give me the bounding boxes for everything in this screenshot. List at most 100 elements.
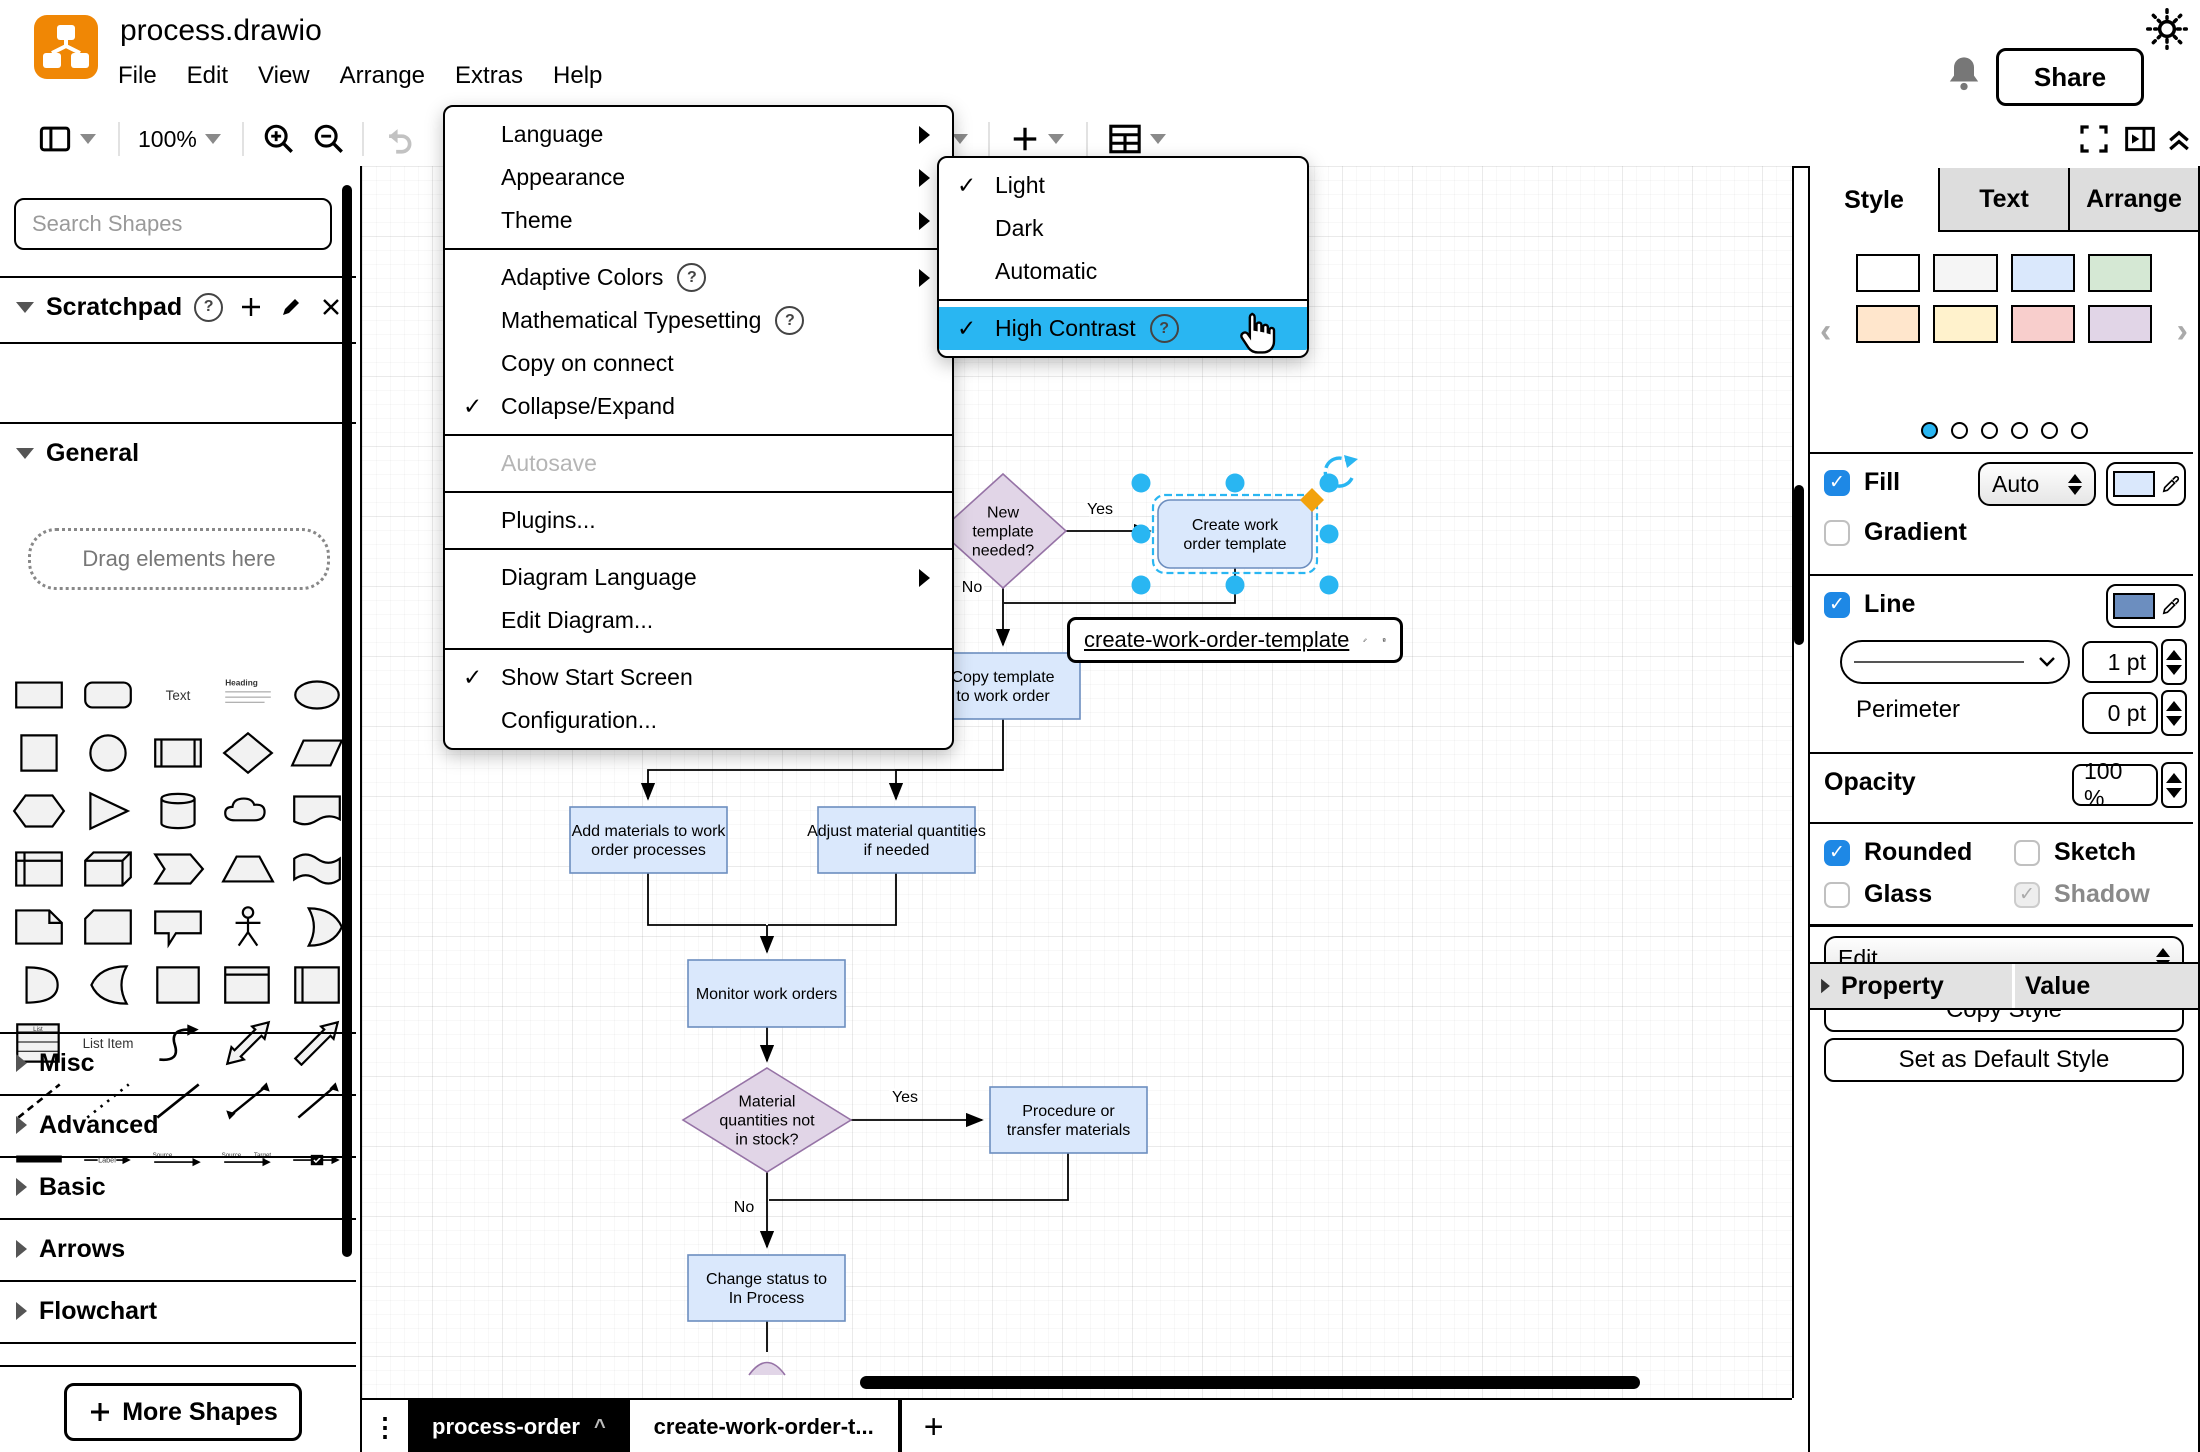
menu-item-adaptive-colors[interactable]: Adaptive Colors? bbox=[445, 256, 952, 299]
theme-toggle-sun-icon[interactable] bbox=[2146, 8, 2188, 55]
presets-page-dots[interactable] bbox=[1810, 422, 2198, 439]
page-tab-create-work-order-t-[interactable]: create-work-order-t... bbox=[630, 1400, 900, 1452]
perimeter-stepper[interactable]: 0 pt bbox=[2082, 690, 2187, 736]
selection-handle[interactable] bbox=[1319, 575, 1339, 595]
presets-dot-0[interactable] bbox=[1920, 422, 1938, 439]
shape-line[interactable] bbox=[148, 1077, 208, 1125]
opacity-stepper[interactable]: 100 % bbox=[2072, 758, 2187, 811]
flow-edge[interactable] bbox=[640, 719, 1004, 801]
shape-text[interactable]: Text bbox=[148, 671, 208, 719]
shape-triangle[interactable] bbox=[78, 787, 138, 835]
menu-extras[interactable]: Extras bbox=[455, 62, 524, 89]
presets-prev-icon[interactable]: ‹ bbox=[1820, 312, 1832, 350]
sidebar-section-misc[interactable]: Misc bbox=[0, 1034, 356, 1092]
shape-tape[interactable] bbox=[287, 845, 347, 893]
format-tab-text[interactable]: Text bbox=[1938, 168, 2068, 232]
shape-list-item[interactable]: List Item bbox=[78, 1019, 138, 1067]
fill-mode-dropdown[interactable]: Auto bbox=[1978, 462, 2096, 506]
shape-rectangle[interactable] bbox=[9, 671, 69, 719]
fullscreen-button[interactable] bbox=[2078, 112, 2110, 166]
shape-ellipse[interactable] bbox=[287, 671, 347, 719]
shape-vertical-container[interactable] bbox=[287, 961, 347, 1009]
help-icon[interactable]: ? bbox=[677, 263, 707, 292]
selection-handle[interactable] bbox=[1225, 575, 1245, 595]
undo-button[interactable] bbox=[382, 112, 416, 166]
property-column-header[interactable]: Property bbox=[1810, 964, 2015, 1008]
shape-hexagon[interactable] bbox=[9, 787, 69, 835]
fill-color-button[interactable] bbox=[2106, 462, 2186, 506]
format-tab-arrange[interactable]: Arrange bbox=[2068, 168, 2198, 232]
style-swatch-1[interactable] bbox=[1933, 254, 1998, 292]
flow-edge[interactable] bbox=[768, 873, 897, 926]
line-width-stepper[interactable]: 1 pt bbox=[2082, 639, 2187, 685]
style-swatch-4[interactable] bbox=[1856, 305, 1921, 343]
sketch-checkbox[interactable] bbox=[2014, 839, 2040, 866]
line-checkbox[interactable]: ✓ bbox=[1824, 591, 1850, 618]
sidebar-section-flowchart[interactable]: Flowchart bbox=[0, 1282, 356, 1340]
view-panels-button[interactable] bbox=[38, 112, 96, 166]
shape-arrow-source[interactable]: Source bbox=[148, 1135, 208, 1183]
sidebar-section-arrows[interactable]: Arrows bbox=[0, 1220, 356, 1278]
submenu-item-automatic[interactable]: Automatic bbox=[995, 258, 1098, 284]
menu-item-appearance[interactable]: Appearance bbox=[445, 156, 952, 199]
menu-arrange[interactable]: Arrange bbox=[339, 62, 426, 89]
shape-trapezoid[interactable] bbox=[218, 845, 278, 893]
collapse-toolbar-button[interactable] bbox=[2164, 112, 2194, 166]
more-shapes-button[interactable]: More Shapes bbox=[64, 1383, 302, 1441]
line-color-button[interactable] bbox=[2106, 584, 2186, 628]
format-panel-scrollbar[interactable] bbox=[1794, 485, 1804, 645]
scratchpad-section-header[interactable]: Scratchpad ? bbox=[0, 278, 356, 336]
zoom-level-dropdown[interactable]: 100% bbox=[138, 112, 221, 166]
set-default-style-button[interactable]: Set as Default Style bbox=[1824, 1038, 2184, 1082]
menu-item-show-start-screen[interactable]: ✓Show Start Screen bbox=[463, 664, 693, 690]
sidebar-section-advanced[interactable]: Advanced bbox=[0, 1096, 356, 1154]
presets-dot-4[interactable] bbox=[2040, 422, 2058, 439]
shape-cube[interactable] bbox=[78, 845, 138, 893]
selection-handle[interactable] bbox=[1131, 524, 1151, 544]
shape-container[interactable] bbox=[148, 961, 208, 1009]
shape-actor[interactable] bbox=[218, 903, 278, 951]
shape-heading[interactable]: Heading bbox=[218, 671, 278, 719]
delete-icon[interactable] bbox=[1382, 628, 1386, 652]
shape-cylinder[interactable] bbox=[148, 787, 208, 835]
share-button[interactable]: Share bbox=[1996, 48, 2144, 106]
glass-checkbox[interactable] bbox=[1824, 881, 1850, 908]
shape-name-link[interactable]: create-work-order-template bbox=[1084, 627, 1350, 652]
shape-callout[interactable] bbox=[148, 903, 208, 951]
menu-item-copy-on-connect[interactable]: Copy on connect bbox=[501, 350, 674, 376]
rounded-checkbox[interactable]: ✓ bbox=[1824, 839, 1850, 866]
zoom-in-button[interactable] bbox=[262, 112, 296, 166]
shape-or[interactable] bbox=[287, 903, 347, 951]
table-button[interactable] bbox=[1108, 112, 1166, 166]
search-shapes-box[interactable] bbox=[14, 198, 332, 250]
help-icon[interactable]: ? bbox=[1149, 314, 1179, 343]
shape-note[interactable] bbox=[9, 903, 69, 951]
add-page-button[interactable]: + bbox=[899, 1400, 966, 1452]
shape-circle[interactable] bbox=[78, 729, 138, 777]
pages-menu-icon[interactable]: ⋮ bbox=[372, 1411, 398, 1442]
shape-bidirectional-connector[interactable] bbox=[218, 1077, 278, 1125]
style-swatch-7[interactable] bbox=[2087, 305, 2152, 343]
selection-handle[interactable] bbox=[1131, 575, 1151, 595]
style-swatch-5[interactable] bbox=[1933, 305, 1998, 343]
page-tab-process-order[interactable]: process-order^ bbox=[408, 1400, 630, 1452]
flow-node-5[interactable]: Monitor work orders bbox=[687, 959, 846, 1028]
notifications-bell-icon[interactable] bbox=[1944, 52, 1984, 101]
menu-item-collapse-expand[interactable]: ✓Collapse/Expand bbox=[463, 393, 675, 419]
selection-handle[interactable] bbox=[1131, 473, 1151, 493]
insert-button[interactable] bbox=[1010, 112, 1064, 166]
scratchpad-edit-icon[interactable] bbox=[279, 295, 303, 319]
help-icon[interactable]: ? bbox=[775, 306, 805, 335]
shape-parallelogram[interactable] bbox=[287, 729, 347, 777]
scratchpad-close-icon[interactable] bbox=[319, 295, 343, 319]
presets-dot-3[interactable] bbox=[2010, 422, 2028, 439]
menu-item-plugins[interactable]: Plugins... bbox=[501, 507, 596, 533]
menu-item-edit-diagram[interactable]: Edit Diagram... bbox=[501, 607, 654, 633]
selection-handle[interactable] bbox=[1319, 524, 1339, 544]
shape-square[interactable] bbox=[9, 729, 69, 777]
rotate-handle-icon[interactable] bbox=[1323, 455, 1358, 488]
shape-and[interactable] bbox=[9, 961, 69, 1009]
